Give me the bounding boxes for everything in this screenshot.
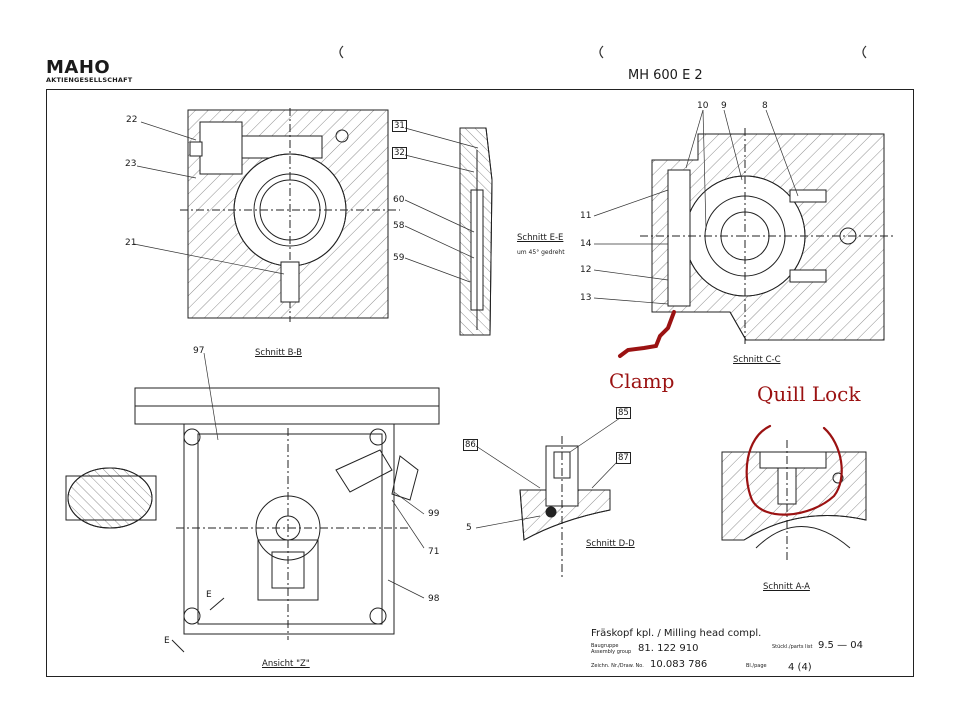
view-section-aa: [721, 440, 867, 560]
group-value: 81. 122 910: [638, 643, 699, 654]
drawing-label: Zeichn. Nr./Draw. No.: [591, 663, 644, 669]
group-label-en: Assembly group: [591, 649, 632, 655]
logo-subtitle: AKTIENGESELLSCHAFT: [46, 76, 133, 84]
part-label-71: 71: [428, 547, 440, 557]
part-label-59: 59: [393, 253, 405, 263]
part-label-97: 97: [193, 346, 205, 356]
view-section-cc: [640, 128, 895, 345]
parts-list-value: 9.5 — 04: [818, 640, 863, 651]
part-label-87: 87: [616, 452, 631, 464]
section-title-bb: Schnitt B-B: [255, 348, 302, 358]
section-title-aa: Schnitt A-A: [763, 582, 810, 592]
part-label-14: 14: [580, 239, 592, 249]
view-z: [65, 387, 440, 653]
view-title-z: Ansicht "Z": [262, 659, 310, 669]
page-value: 4 (4): [788, 662, 812, 673]
part-label-12: 12: [580, 265, 592, 275]
view-section-ee: [459, 127, 493, 336]
leader-lines: [133, 109, 799, 599]
machine-model: MH 600 E 2: [628, 68, 703, 83]
page-label: Bl./page: [746, 663, 767, 669]
part-label-21: 21: [125, 238, 137, 248]
parts-list-label: Stückl./parts list: [772, 644, 813, 650]
section-title-cc: Schnitt C-C: [733, 355, 781, 365]
title-block-title: Fräskopf kpl. / Milling head compl.: [591, 628, 762, 639]
part-label-85: 85: [616, 407, 631, 419]
part-label-e-upper: E: [206, 590, 212, 600]
part-label-11: 11: [580, 211, 592, 221]
part-label-31: 31: [392, 120, 407, 132]
part-label-10: 10: [697, 101, 709, 111]
drawing-value: 10.083 786: [650, 659, 708, 670]
view-section-bb: [180, 108, 400, 322]
part-label-8: 8: [762, 101, 768, 111]
drawing-frame: [46, 89, 914, 677]
part-label-5: 5: [466, 523, 472, 533]
group-label-de: Baugruppe: [591, 643, 619, 649]
part-label-23: 23: [125, 159, 137, 169]
part-label-e-lower: E: [164, 636, 170, 646]
part-label-86: 86: [463, 439, 478, 451]
red-annotation-marks: [618, 310, 843, 516]
part-label-13: 13: [580, 293, 592, 303]
section-note-ee: um 45° gedreht: [517, 249, 565, 256]
part-label-99: 99: [428, 509, 440, 519]
part-label-9: 9: [721, 101, 727, 111]
section-title-dd: Schnitt D-D: [586, 539, 635, 549]
maho-logo: MAHO: [46, 57, 111, 78]
annotation-clamp: Clamp: [609, 369, 675, 393]
view-section-dd: [519, 436, 611, 580]
binder-holes: [339, 45, 867, 59]
part-label-58: 58: [393, 221, 405, 231]
part-label-22: 22: [126, 115, 138, 125]
part-label-98: 98: [428, 594, 440, 604]
part-label-60: 60: [393, 195, 405, 205]
section-title-ee: Schnitt E-E: [517, 233, 564, 243]
annotation-quill-lock: Quill Lock: [757, 382, 861, 406]
part-label-32: 32: [392, 147, 407, 159]
